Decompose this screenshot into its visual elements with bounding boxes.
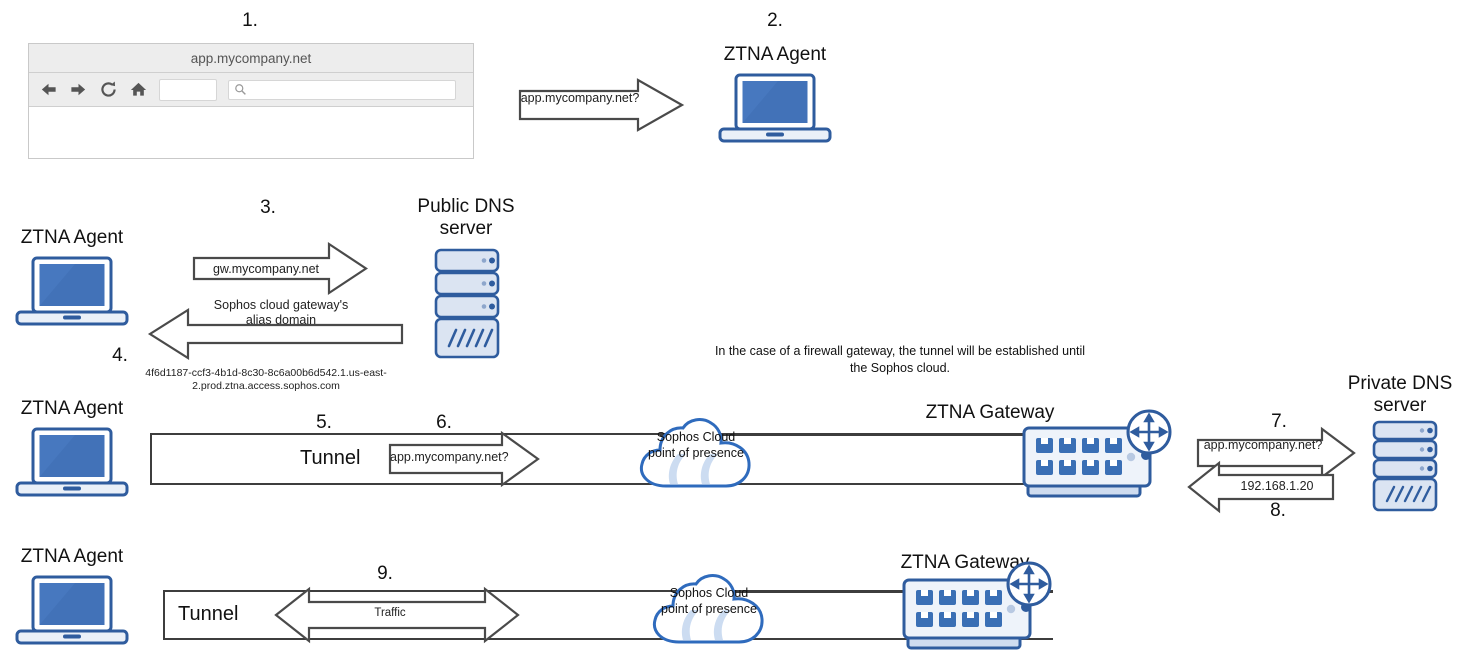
- tunnel-bottom-line-middle: [660, 482, 1042, 485]
- alias-domain-value: 4f6d1187-ccf3-4b1d-8c30-8c6a00b6d542.1.u…: [145, 367, 387, 392]
- sophos-cloud-icon: [634, 414, 758, 496]
- tunnel-label-bottom: Tunnel: [178, 603, 239, 625]
- arrow-answer-8: [1187, 460, 1335, 514]
- home-icon[interactable]: [129, 80, 148, 99]
- step-9-number: 9.: [377, 563, 393, 584]
- arrow-traffic-9-label: Traffic: [374, 607, 406, 619]
- search-icon: [234, 83, 247, 96]
- reload-icon[interactable]: [99, 80, 118, 99]
- tunnel-top-line-bottom: [673, 590, 1053, 593]
- sophos-cloud-label: Sophos Cloud point of presence: [648, 430, 744, 460]
- search-input[interactable]: [228, 79, 456, 100]
- ztna-agent-2-label: ZTNA Agent: [723, 44, 827, 65]
- tunnel-top-line-middle: [660, 433, 1042, 436]
- browser-title-bar: app.mycompany.net: [29, 44, 473, 73]
- step-3-number: 3.: [260, 197, 276, 218]
- step-5-number: 5.: [316, 412, 332, 433]
- step-8-number: 8.: [1270, 500, 1286, 521]
- ztna-agent-9-label: ZTNA Agent: [20, 546, 124, 567]
- step-7-number: 7.: [1271, 411, 1287, 432]
- arrow-request-1-label: app.mycompany.net?: [520, 91, 640, 105]
- laptop-icon: [15, 427, 129, 499]
- tunnel-bottom-line-bottom: [673, 637, 1053, 640]
- ztna-gateway-label-middle: ZTNA Gateway: [925, 402, 1055, 423]
- step-2-number: 2.: [767, 10, 783, 31]
- browser-window[interactable]: app.mycompany.net: [28, 43, 474, 159]
- forward-icon[interactable]: [69, 80, 88, 99]
- arrow-request-6-label: app.mycompany.net?: [390, 450, 509, 464]
- arrow-answer-4: [147, 305, 404, 363]
- ztna-gateway-label-bottom: ZTNA Gateway: [900, 552, 1030, 573]
- alias-domain-caption: Sophos cloud gateway's alias domain: [213, 298, 349, 327]
- browser-viewport: [29, 107, 473, 143]
- laptop-icon: [15, 256, 129, 328]
- private-dns-label: Private DNS server: [1347, 373, 1453, 416]
- sophos-cloud-label: Sophos Cloud point of presence: [661, 586, 757, 616]
- public-dns-server-icon: [432, 248, 502, 360]
- ztna-gateway-icon: [902, 561, 1056, 654]
- ztna-agent-5-label: ZTNA Agent: [20, 398, 124, 419]
- arrow-traffic-9: [274, 586, 520, 644]
- ztna-gateway-icon: [1022, 409, 1176, 502]
- firewall-note: In the case of a firewall gateway, the t…: [714, 344, 1086, 375]
- step-1-number: 1.: [242, 10, 258, 31]
- tunnel-label-middle: Tunnel: [300, 447, 361, 469]
- laptop-icon: [718, 73, 832, 145]
- arrow-query-3: [192, 241, 368, 296]
- private-dns-server-icon: [1370, 420, 1440, 512]
- arrow-query-3-label: gw.mycompany.net: [212, 262, 320, 276]
- arrow-answer-8-label: 192.168.1.20: [1240, 479, 1314, 493]
- browser-title-text: app.mycompany.net: [190, 50, 312, 66]
- laptop-icon: [15, 575, 129, 647]
- public-dns-label: Public DNS server: [417, 196, 515, 239]
- step-4-number: 4.: [112, 345, 128, 366]
- step-6-number: 6.: [436, 412, 452, 433]
- arrow-request-1: [518, 78, 685, 132]
- back-icon[interactable]: [39, 80, 58, 99]
- browser-toolbar: [29, 73, 473, 107]
- arrow-request-6: [388, 430, 540, 488]
- arrow-request-7-label: app.mycompany.net?: [1203, 438, 1323, 452]
- ztna-agent-3-label: ZTNA Agent: [20, 227, 124, 248]
- sophos-cloud-icon: [647, 570, 771, 652]
- address-input[interactable]: [159, 78, 217, 101]
